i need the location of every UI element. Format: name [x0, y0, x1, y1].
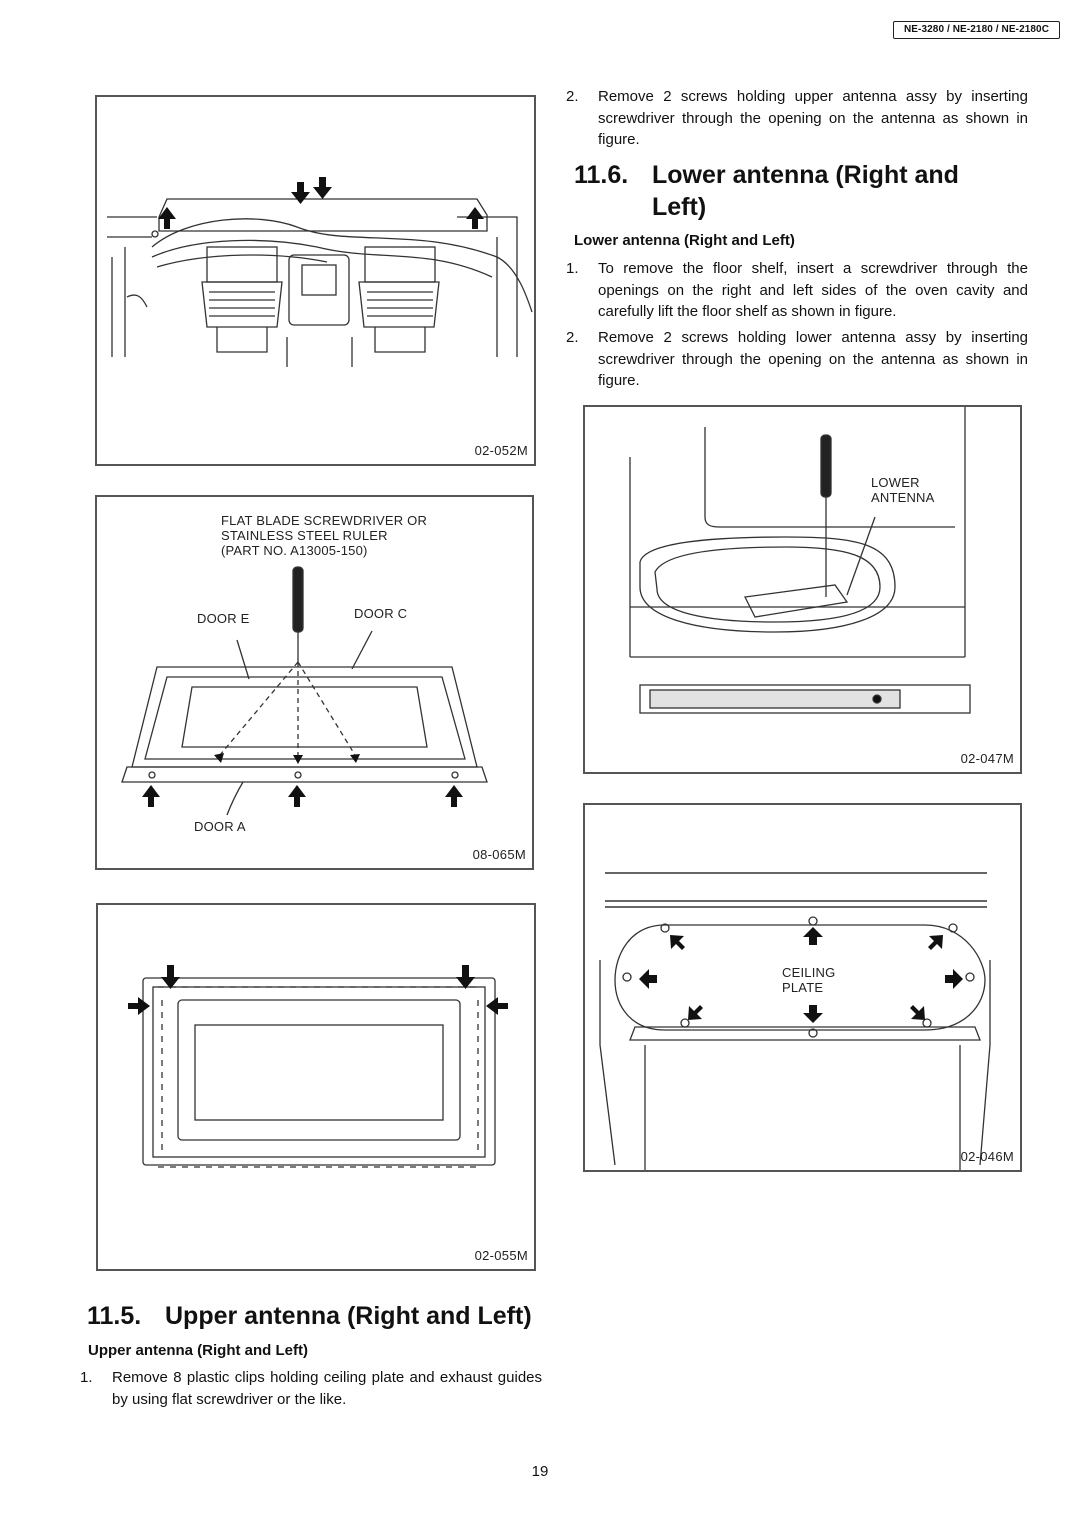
model-badge: NE-3280 / NE-2180 / NE-2180C — [893, 21, 1060, 39]
figure-code: 08-065M — [472, 847, 526, 862]
tool-label: FLAT BLADE SCREWDRIVER OR STAINLESS STEE… — [221, 513, 428, 558]
door-e-label: DOOR E — [197, 611, 250, 626]
figure-code: 02-052M — [474, 443, 528, 458]
figure-lower-antenna: LOWER ANTENNA 02-047M — [583, 405, 1022, 774]
figure-code: 02-047M — [960, 751, 1014, 766]
section-11-6-title: 11.6.Lower antenna (Right and Left) — [574, 161, 959, 221]
section-11-6-subtitle: Lower antenna (Right and Left) — [574, 232, 795, 249]
door-a-label: DOOR A — [194, 819, 246, 834]
lower-antenna-label: LOWER ANTENNA — [871, 475, 935, 505]
figure-door-clips: 02-055M — [96, 903, 536, 1271]
page-number: 19 — [531, 1463, 549, 1480]
figure-upper-antenna-screws: 02-052M — [95, 95, 536, 466]
section-11-5-subtitle: Upper antenna (Right and Left) — [88, 1342, 308, 1359]
section-11-6-step-1: 1.To remove the floor shelf, insert a sc… — [566, 260, 1028, 320]
figure-door-removal: FLAT BLADE SCREWDRIVER OR STAINLESS STEE… — [95, 495, 534, 870]
figure-ceiling-plate: CEILING PLATE 02-046M — [583, 803, 1022, 1172]
section-11-5-step-2: 2.Remove 2 screws holding upper antenna … — [566, 88, 1028, 148]
door-clips-drawing — [128, 965, 508, 1168]
upper-antenna-screws-drawing — [107, 177, 533, 367]
door-removal-drawing — [121, 566, 488, 816]
ceiling-plate-label: CEILING PLATE — [782, 965, 836, 995]
ceiling-plate-drawing — [599, 872, 991, 1170]
lower-antenna-drawing — [629, 407, 971, 714]
section-11-6-step-2: 2.Remove 2 screws holding lower antenna … — [566, 329, 1028, 389]
door-c-label: DOOR C — [354, 606, 408, 621]
figure-code: 02-055M — [474, 1248, 528, 1263]
figure-code: 02-046M — [960, 1149, 1014, 1164]
section-11-5-step-1: 1.Remove 8 plastic clips holding ceiling… — [80, 1369, 542, 1408]
section-11-5-title: 11.5.Upper antenna (Right and Left) — [87, 1302, 532, 1330]
